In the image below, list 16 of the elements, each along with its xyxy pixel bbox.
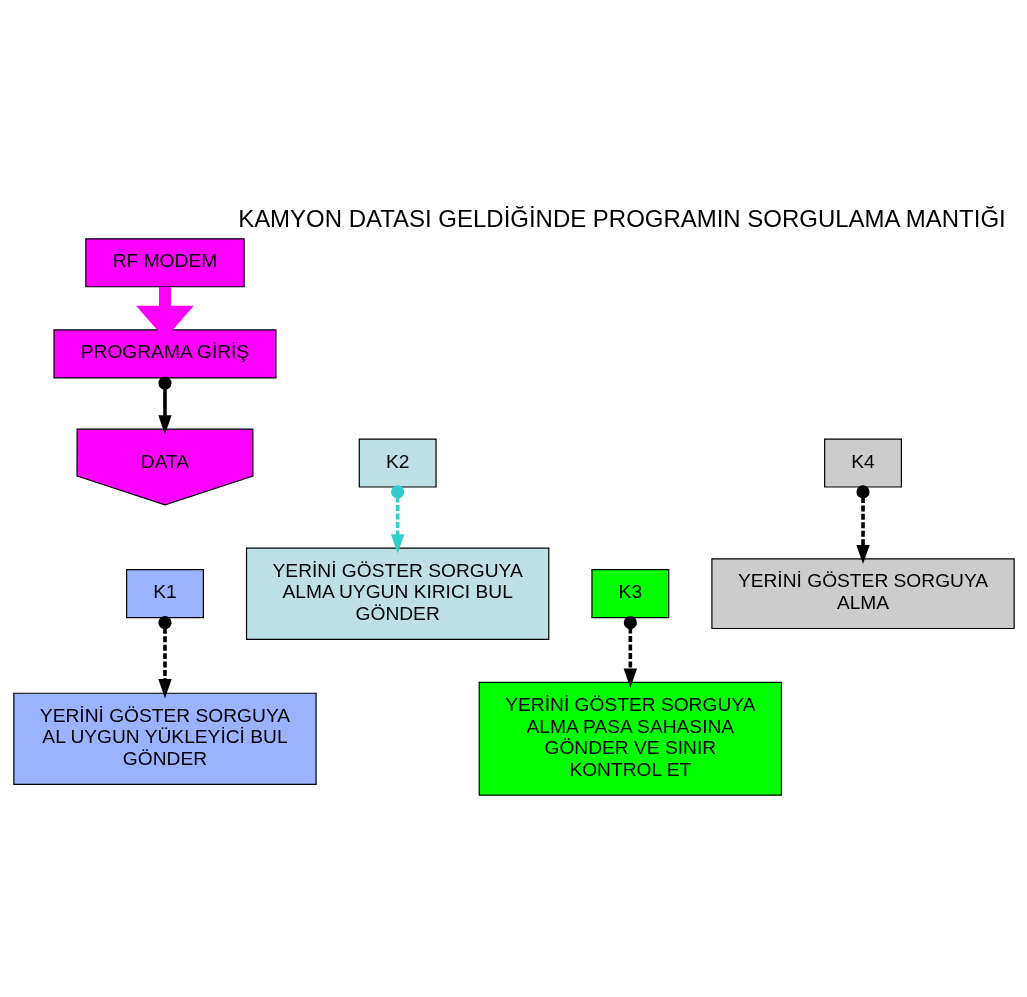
node-box: PROGRAMA GİRİŞ [52,328,277,378]
node-box: K1 [125,568,204,618]
node-box: YERİNİ GÖSTER SORGUYA AL UYGUN YÜKLEYİCİ BUL GÖNDER [12,692,317,785]
node-box: YERİNİ GÖSTER SORGUYA ALMA UYGUN KIRICI BUL GÖNDER [245,547,549,640]
node-box: YERİNİ GÖSTER SORGUYA ALMA [710,557,1015,629]
node-box: K4 [823,437,902,488]
arrow [390,484,404,553]
node-box: YERİNİ GÖSTER SORGUYA ALMA PASA SAHASINA GÖNDER VE SINIR KONTROL ET [478,681,782,796]
arrow [157,615,172,698]
node-box: K3 [590,568,669,618]
arrow [855,484,870,564]
node-box: K2 [358,437,437,488]
diagram-title: KAMYON DATASI GELDİĞİNDE PROGRAMIN SORGULAMA MANTIĞI [237,204,1006,232]
arrow [623,615,637,688]
arrow [157,375,172,434]
node-box: RF MODEM [84,237,245,287]
